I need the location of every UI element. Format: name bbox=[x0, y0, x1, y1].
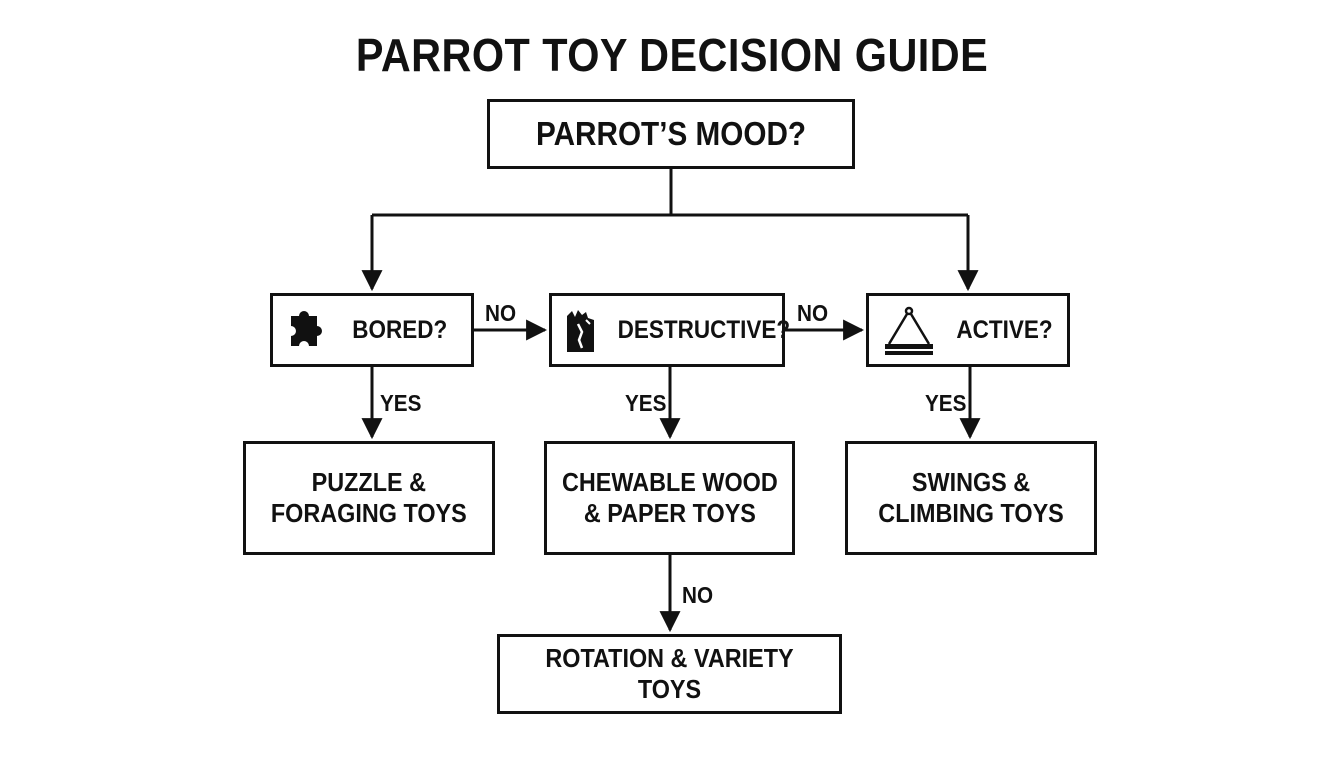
edge-label-bored-yes: YES bbox=[380, 390, 422, 416]
puzzle-piece-icon bbox=[285, 306, 327, 361]
result-rotation-box: ROTATION & VARIETY TOYS bbox=[497, 634, 842, 714]
result-puzzle-box: PUZZLE & FORAGING TOYS bbox=[243, 441, 495, 555]
diagram-title: PARROT TOY DECISION GUIDE bbox=[355, 29, 989, 81]
decision-bored-label: BORED? bbox=[352, 316, 448, 344]
result-chew-line2: & PAPER TOYS bbox=[583, 498, 756, 528]
edge-label-chew-no: NO bbox=[682, 582, 714, 608]
result-swing-box: SWINGS & CLIMBING TOYS bbox=[845, 441, 1097, 555]
chewed-wood-icon bbox=[564, 306, 600, 363]
decision-destructive-box: DESTRUCTIVE? bbox=[549, 293, 790, 367]
decision-active-label: ACTIVE? bbox=[956, 316, 1053, 344]
root-question-box: PARROT’S MOOD? bbox=[487, 99, 855, 169]
edge-label-destructive-yes: YES bbox=[625, 390, 667, 416]
decision-destructive-label: DESTRUCTIVE? bbox=[617, 316, 791, 344]
edge-label-bored-no: NO bbox=[485, 300, 517, 326]
root-question-label: PARROT’S MOOD? bbox=[535, 115, 807, 153]
edge-label-active-yes: YES bbox=[925, 390, 967, 416]
result-swing-line2: CLIMBING TOYS bbox=[878, 498, 1064, 528]
result-puzzle-line1: PUZZLE & bbox=[311, 466, 427, 497]
decision-active-box: ACTIVE? bbox=[866, 293, 1070, 367]
result-puzzle-line2: FORAGING TOYS bbox=[271, 498, 467, 528]
decision-bored-box: BORED? bbox=[270, 293, 474, 367]
result-swing-line1: SWINGS & bbox=[911, 466, 1031, 497]
edge-label-destructive-no: NO bbox=[797, 300, 829, 326]
result-chew-line1: CHEWABLE WOOD bbox=[561, 466, 778, 497]
result-chew-box: CHEWABLE WOOD & PAPER TOYS bbox=[544, 441, 795, 555]
swing-icon bbox=[883, 306, 935, 365]
result-rotation-label: ROTATION & VARIETY TOYS bbox=[545, 642, 794, 704]
